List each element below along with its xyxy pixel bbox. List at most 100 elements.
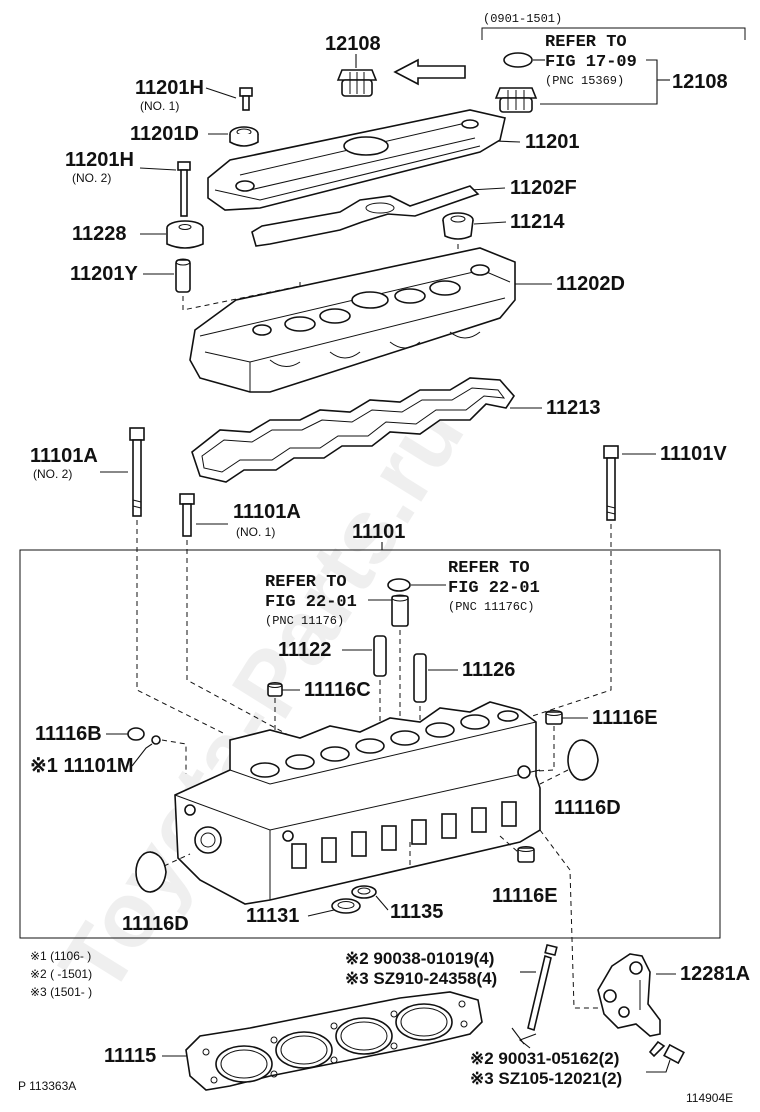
part-11201y: 11201Y bbox=[70, 263, 139, 285]
part-11201h-no2: 11201H bbox=[65, 149, 134, 171]
head-gasket bbox=[185, 991, 483, 1091]
range-bracket bbox=[481, 27, 746, 40]
plug-icon bbox=[127, 727, 145, 741]
note-1: ※1 (1106- ) bbox=[30, 949, 91, 963]
part-11213: 11213 bbox=[546, 397, 601, 419]
expansion-plug-icon bbox=[135, 851, 167, 893]
bolt-icon bbox=[239, 87, 253, 111]
refer-left-line1: REFER TO bbox=[265, 573, 347, 592]
refer-top-line1: REFER TO bbox=[545, 33, 627, 52]
leader bbox=[646, 1059, 671, 1073]
part-11201h-no1-note: (NO. 1) bbox=[140, 99, 179, 113]
part-11101v: 11101V bbox=[660, 443, 727, 465]
oil-cap-icon bbox=[336, 69, 378, 97]
oring-icon bbox=[387, 578, 411, 592]
stud-bolt-icon bbox=[527, 943, 558, 1032]
part-11115: 11115 bbox=[104, 1045, 156, 1067]
group-box bbox=[19, 549, 721, 939]
bolt-b-line2: ※3 SZ105-12021(2) bbox=[470, 1069, 622, 1088]
engine-hanger-bracket bbox=[597, 953, 661, 1037]
valve-guide-icon bbox=[413, 653, 427, 703]
cylinder-head bbox=[174, 701, 541, 905]
head-bolt-icon bbox=[179, 493, 195, 537]
part-12281a: 12281A bbox=[680, 963, 750, 985]
head-bolt-icon bbox=[603, 445, 619, 521]
leader bbox=[131, 743, 153, 767]
bolt-a-line2: ※3 SZ910-24358(4) bbox=[345, 969, 497, 988]
leader bbox=[518, 1033, 537, 1049]
engine-cover bbox=[207, 109, 506, 211]
footer-left-code: P 113363A bbox=[18, 1079, 76, 1093]
part-11101a-no2: 11101A bbox=[30, 445, 98, 467]
part-11101a-no1: 11101A bbox=[233, 501, 301, 523]
part-11116d-right: 11116D bbox=[554, 797, 621, 819]
plug-icon bbox=[267, 682, 283, 697]
range-note: (0901-1501) bbox=[483, 12, 562, 26]
bolt-a-line1: ※2 90038-01019(4) bbox=[345, 949, 494, 968]
guide-line bbox=[136, 520, 226, 735]
part-12108-a: 12108 bbox=[325, 33, 381, 55]
part-11201h-no1: 11201H bbox=[135, 77, 204, 99]
refer-top-line3: (PNC 15369) bbox=[545, 74, 624, 88]
cover-gasket bbox=[251, 185, 480, 247]
part-11122: 11122 bbox=[278, 639, 331, 661]
part-11101m: ※1 11101M bbox=[30, 755, 134, 777]
leader bbox=[307, 909, 335, 917]
part-11126: 11126 bbox=[462, 659, 515, 681]
expansion-plug-icon bbox=[567, 739, 599, 781]
cylinder-head-cover bbox=[189, 247, 516, 393]
guide-sleeve-icon bbox=[391, 594, 409, 627]
part-11116e-bottom: 11116E bbox=[492, 885, 558, 907]
part-11201h-no2-note: (NO. 2) bbox=[72, 171, 111, 185]
plug-icon bbox=[517, 846, 535, 863]
part-11116e-top: 11116E bbox=[592, 707, 658, 729]
leader bbox=[511, 1027, 525, 1045]
part-11202f: 11202F bbox=[510, 177, 577, 199]
leader bbox=[375, 895, 389, 911]
seal-icon bbox=[331, 885, 377, 914]
group-box-code: 11101 bbox=[352, 521, 405, 543]
part-11116b: 11116B bbox=[35, 723, 102, 745]
guide-line bbox=[499, 835, 519, 853]
bolt-icon bbox=[177, 161, 191, 217]
part-11214: 11214 bbox=[510, 211, 565, 233]
refer-right-line2: FIG 22-01 bbox=[448, 579, 540, 598]
note-2: ※2 ( -1501) bbox=[30, 967, 92, 981]
part-11202d: 11202D bbox=[556, 273, 625, 295]
leader bbox=[205, 87, 237, 99]
note-3: ※3 (1501- ) bbox=[30, 985, 92, 999]
head-cover-gasket bbox=[191, 377, 516, 483]
rubber-bush-icon bbox=[166, 220, 204, 249]
part-12108-b: 12108 bbox=[672, 71, 728, 93]
bolt-b-line1: ※2 90031-05162(2) bbox=[470, 1049, 619, 1068]
oil-cap-icon bbox=[494, 87, 538, 113]
plug-icon bbox=[545, 710, 563, 725]
bolt-icon bbox=[648, 1040, 685, 1065]
guide-line bbox=[163, 853, 191, 867]
guide-line bbox=[489, 524, 612, 731]
part-11201d: 11201D bbox=[130, 123, 199, 145]
part-11101a-no2-note: (NO. 2) bbox=[33, 467, 72, 481]
guide-line bbox=[539, 829, 600, 1009]
refer-right-line1: REFER TO bbox=[448, 559, 530, 578]
part-11135: 11135 bbox=[390, 901, 443, 923]
part-11101a-no1-note: (NO. 1) bbox=[236, 525, 275, 539]
part-11201: 11201 bbox=[525, 131, 580, 153]
leader bbox=[469, 187, 506, 191]
guide-line bbox=[539, 769, 569, 785]
oring-icon bbox=[503, 52, 533, 68]
refer-top-line2: FIG 17-09 bbox=[545, 53, 637, 72]
leader bbox=[540, 59, 658, 105]
leader bbox=[139, 167, 177, 171]
sleeve-icon bbox=[175, 258, 191, 293]
pin-icon bbox=[151, 735, 161, 745]
leader bbox=[473, 221, 507, 225]
part-11116d-left: 11116D bbox=[122, 913, 189, 935]
part-11131: 11131 bbox=[246, 905, 299, 927]
arrow-left-icon bbox=[393, 58, 466, 86]
refer-right-line3: (PNC 11176C) bbox=[448, 600, 534, 614]
grommet-icon bbox=[442, 212, 474, 240]
refer-left-line3: (PNC 11176) bbox=[265, 614, 344, 628]
footer-right-code: 114904E bbox=[686, 1091, 733, 1105]
